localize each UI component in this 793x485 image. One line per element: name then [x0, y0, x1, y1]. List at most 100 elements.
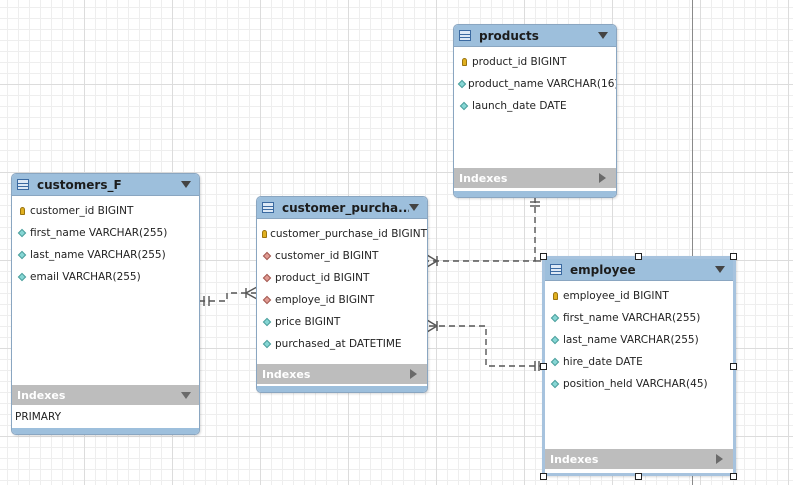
indexes-section-header[interactable]: Indexes [12, 385, 199, 405]
column-row[interactable]: customer_id BIGINT [257, 245, 427, 267]
column-label: launch_date DATE [472, 100, 567, 112]
resize-handle-top-right[interactable] [730, 253, 737, 260]
index-label: PRIMARY [15, 411, 62, 423]
column-list: customer_purchase_id BIGINT customer_id … [257, 219, 427, 355]
table-employee[interactable]: employee employee_id BIGINT first_name V… [542, 256, 736, 476]
primary-key-icon [459, 58, 469, 66]
column-icon [459, 101, 469, 111]
primary-key-icon [262, 230, 268, 238]
table-header[interactable]: employee [545, 259, 733, 281]
table-header[interactable]: customers_F [12, 174, 199, 196]
expand-indexes-icon[interactable] [599, 173, 606, 183]
column-label: last_name VARCHAR(255) [30, 249, 166, 261]
column-row[interactable]: employe_id BIGINT [257, 289, 427, 311]
column-label: email VARCHAR(255) [30, 271, 141, 283]
relationship-products-purchases[interactable] [427, 197, 536, 262]
column-row[interactable]: customer_id BIGINT [12, 200, 199, 222]
column-label: product_name VARCHAR(16) [468, 78, 617, 90]
column-row[interactable]: employee_id BIGINT [545, 285, 733, 307]
column-icon [17, 272, 27, 282]
column-row[interactable]: position_held VARCHAR(45) [545, 373, 733, 395]
column-label: hire_date DATE [563, 356, 643, 368]
column-label: product_id BIGINT [275, 272, 370, 284]
resize-handle-middle-right[interactable] [730, 363, 737, 370]
table-header[interactable]: customer_purcha... [257, 197, 427, 219]
indexes-label: Indexes [459, 171, 508, 185]
collapse-toggle-icon[interactable] [598, 32, 608, 39]
column-icon [550, 379, 560, 389]
column-label: employee_id BIGINT [563, 290, 669, 302]
column-row[interactable]: customer_purchase_id BIGINT [257, 223, 427, 245]
column-row[interactable]: product_id BIGINT [454, 51, 616, 73]
indexes-section-header[interactable]: Indexes [545, 449, 733, 469]
foreign-key-icon [262, 295, 272, 305]
column-row[interactable]: last_name VARCHAR(255) [545, 329, 733, 351]
primary-key-icon [550, 292, 560, 300]
column-icon [262, 317, 272, 327]
resize-handle-bottom-middle[interactable] [635, 473, 642, 480]
page-boundary-line [692, 0, 693, 485]
index-item[interactable]: PRIMARY [12, 407, 199, 427]
column-row[interactable]: launch_date DATE [454, 95, 616, 117]
collapse-toggle-icon[interactable] [181, 181, 191, 188]
column-row[interactable]: email VARCHAR(255) [12, 266, 199, 288]
indexes-section-header[interactable]: Indexes [454, 168, 616, 188]
resize-handle-top-middle[interactable] [635, 253, 642, 260]
column-label: employe_id BIGINT [275, 294, 375, 306]
resize-handle-top-left[interactable] [540, 253, 547, 260]
collapse-toggle-icon[interactable] [715, 266, 725, 273]
expand-indexes-icon[interactable] [716, 454, 723, 464]
column-icon [550, 313, 560, 323]
table-name: employee [570, 262, 636, 277]
table-customers[interactable]: customers_F customer_id BIGINT first_nam… [11, 173, 200, 435]
resize-handle-middle-left[interactable] [540, 363, 547, 370]
table-name: products [479, 28, 539, 43]
resize-handle-bottom-left[interactable] [540, 473, 547, 480]
indexes-section-header[interactable]: Indexes [257, 364, 427, 384]
table-footer [257, 386, 427, 392]
table-customer-purchases[interactable]: customer_purcha... customer_purchase_id … [256, 196, 428, 393]
column-icon [550, 335, 560, 345]
column-icon [457, 79, 467, 89]
relationship-employee-purchases[interactable] [427, 325, 545, 367]
column-row[interactable]: product_name VARCHAR(16) [454, 73, 616, 95]
indexes-label: Indexes [550, 452, 599, 466]
column-label: customer_id BIGINT [275, 250, 379, 262]
column-icon [17, 228, 27, 238]
table-products[interactable]: products product_id BIGINT product_name … [453, 24, 617, 198]
column-row[interactable]: last_name VARCHAR(255) [12, 244, 199, 266]
column-label: last_name VARCHAR(255) [563, 334, 699, 346]
column-label: product_id BIGINT [472, 56, 567, 68]
resize-handle-bottom-right[interactable] [730, 473, 737, 480]
relationship-customers-purchases[interactable] [199, 292, 257, 302]
indexes-label: Indexes [17, 388, 66, 402]
column-row[interactable]: purchased_at DATETIME [257, 333, 427, 355]
foreign-key-icon [262, 251, 272, 261]
table-icon [550, 264, 562, 275]
column-row[interactable]: price BIGINT [257, 311, 427, 333]
column-icon [262, 339, 272, 349]
expand-indexes-icon[interactable] [410, 369, 417, 379]
table-name: customers_F [37, 177, 122, 192]
column-label: position_held VARCHAR(45) [563, 378, 708, 390]
foreign-key-icon [262, 273, 272, 283]
column-row[interactable]: first_name VARCHAR(255) [545, 307, 733, 329]
column-row[interactable]: first_name VARCHAR(255) [12, 222, 199, 244]
column-icon [17, 250, 27, 260]
column-label: price BIGINT [275, 316, 341, 328]
table-footer [454, 191, 616, 197]
collapse-toggle-icon[interactable] [409, 204, 419, 211]
column-icon [550, 357, 560, 367]
column-list: product_id BIGINT product_name VARCHAR(1… [454, 47, 616, 117]
table-header[interactable]: products [454, 25, 616, 47]
column-row[interactable]: hire_date DATE [545, 351, 733, 373]
column-label: first_name VARCHAR(255) [30, 227, 168, 239]
column-label: customer_purchase_id BIGINT [270, 228, 427, 240]
table-name: customer_purcha... [282, 200, 409, 215]
table-icon [17, 179, 29, 190]
primary-key-icon [17, 207, 27, 215]
expand-indexes-icon[interactable] [181, 391, 191, 399]
column-row[interactable]: product_id BIGINT [257, 267, 427, 289]
